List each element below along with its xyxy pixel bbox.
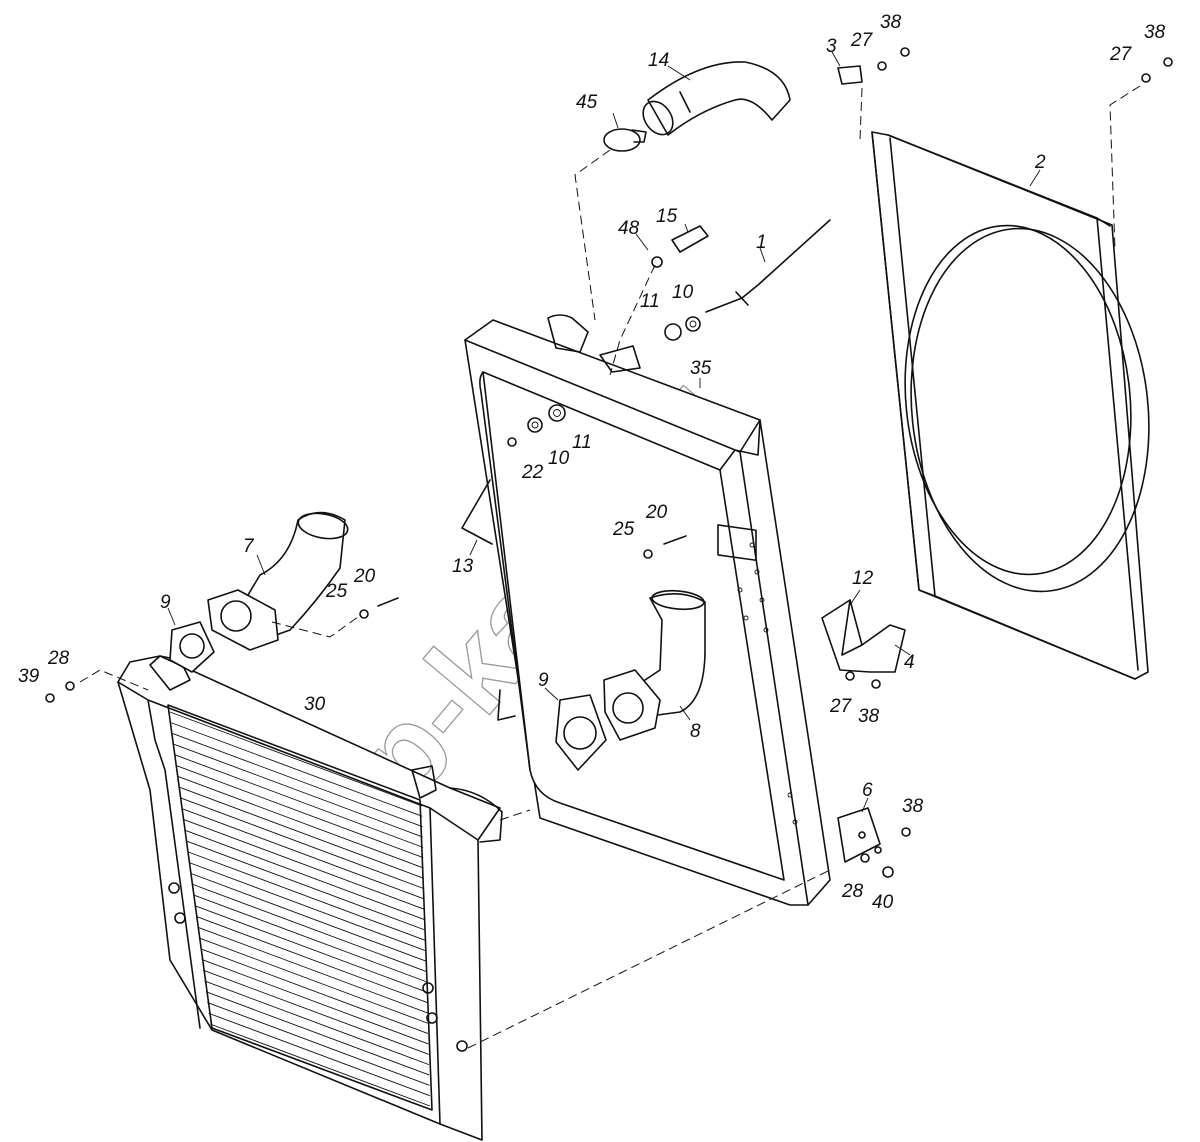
callout-9-center: 9 [538, 670, 549, 691]
callout-35: 35 [690, 358, 712, 379]
part-bracket-6 [837, 807, 881, 863]
part-clamp-45 [603, 128, 647, 152]
frame-holes [737, 542, 798, 825]
part-tube-15 [671, 225, 709, 253]
callout-20-center: 20 [645, 502, 668, 523]
callout-labels: 1 2 3 4 6 7 8 9 9 10 10 11 11 12 13 14 1… [18, 12, 1166, 913]
part-rod-1 [705, 219, 831, 313]
callout-6: 6 [862, 780, 873, 801]
callout-8: 8 [690, 721, 701, 742]
callout-4: 4 [904, 652, 915, 673]
part-bracket-12 [821, 599, 906, 673]
callout-3: 3 [826, 36, 837, 57]
callout-39: 39 [18, 666, 40, 687]
part-air-pipe-7 [207, 511, 349, 651]
leader-lines [167, 51, 1041, 813]
callout-10-top: 10 [672, 282, 694, 303]
callout-9-left: 9 [160, 592, 171, 613]
assembly-lines [79, 85, 1141, 1049]
callout-15: 15 [656, 206, 678, 227]
callout-38-right: 38 [1144, 22, 1166, 43]
callout-28-right: 28 [841, 881, 864, 902]
intercooler-fins [169, 711, 431, 1107]
callout-45: 45 [576, 92, 598, 113]
part-gasket-9-center [555, 694, 607, 771]
callout-27-top: 27 [850, 30, 874, 51]
callout-20-left: 20 [353, 566, 376, 587]
part-nuts-10-11 [651, 256, 701, 341]
part-radiator-frame [461, 314, 831, 906]
part-fan-shroud [871, 131, 1150, 680]
part-bracket-3 [837, 65, 863, 85]
callout-40: 40 [872, 892, 894, 913]
callout-48: 48 [618, 218, 640, 239]
part-gasket-9-left [169, 621, 215, 673]
callout-2: 2 [1034, 152, 1046, 173]
callout-7: 7 [243, 536, 255, 557]
callout-12: 12 [852, 568, 874, 589]
callout-38-bottom: 38 [902, 796, 924, 817]
part-intercooler [117, 655, 503, 1141]
callout-25-left: 25 [325, 581, 348, 602]
callout-27-right: 27 [1109, 44, 1133, 65]
callout-11-frame: 11 [572, 432, 592, 453]
callout-10-frame: 10 [548, 448, 570, 469]
part-air-pipe-8 [603, 589, 706, 741]
callout-38-bracket: 38 [858, 706, 880, 727]
part-hose-14 [642, 61, 791, 136]
callout-22: 22 [521, 462, 544, 483]
fasteners [45, 47, 1173, 878]
callout-25-center: 25 [612, 519, 635, 540]
callout-27-bracket: 27 [829, 696, 853, 717]
callout-30: 30 [304, 694, 326, 715]
callout-11-top: 11 [640, 291, 660, 312]
callout-14: 14 [648, 50, 669, 71]
callout-28-left: 28 [47, 648, 70, 669]
callout-1: 1 [756, 232, 767, 253]
callout-13: 13 [452, 556, 474, 577]
callout-38-top: 38 [880, 12, 902, 33]
